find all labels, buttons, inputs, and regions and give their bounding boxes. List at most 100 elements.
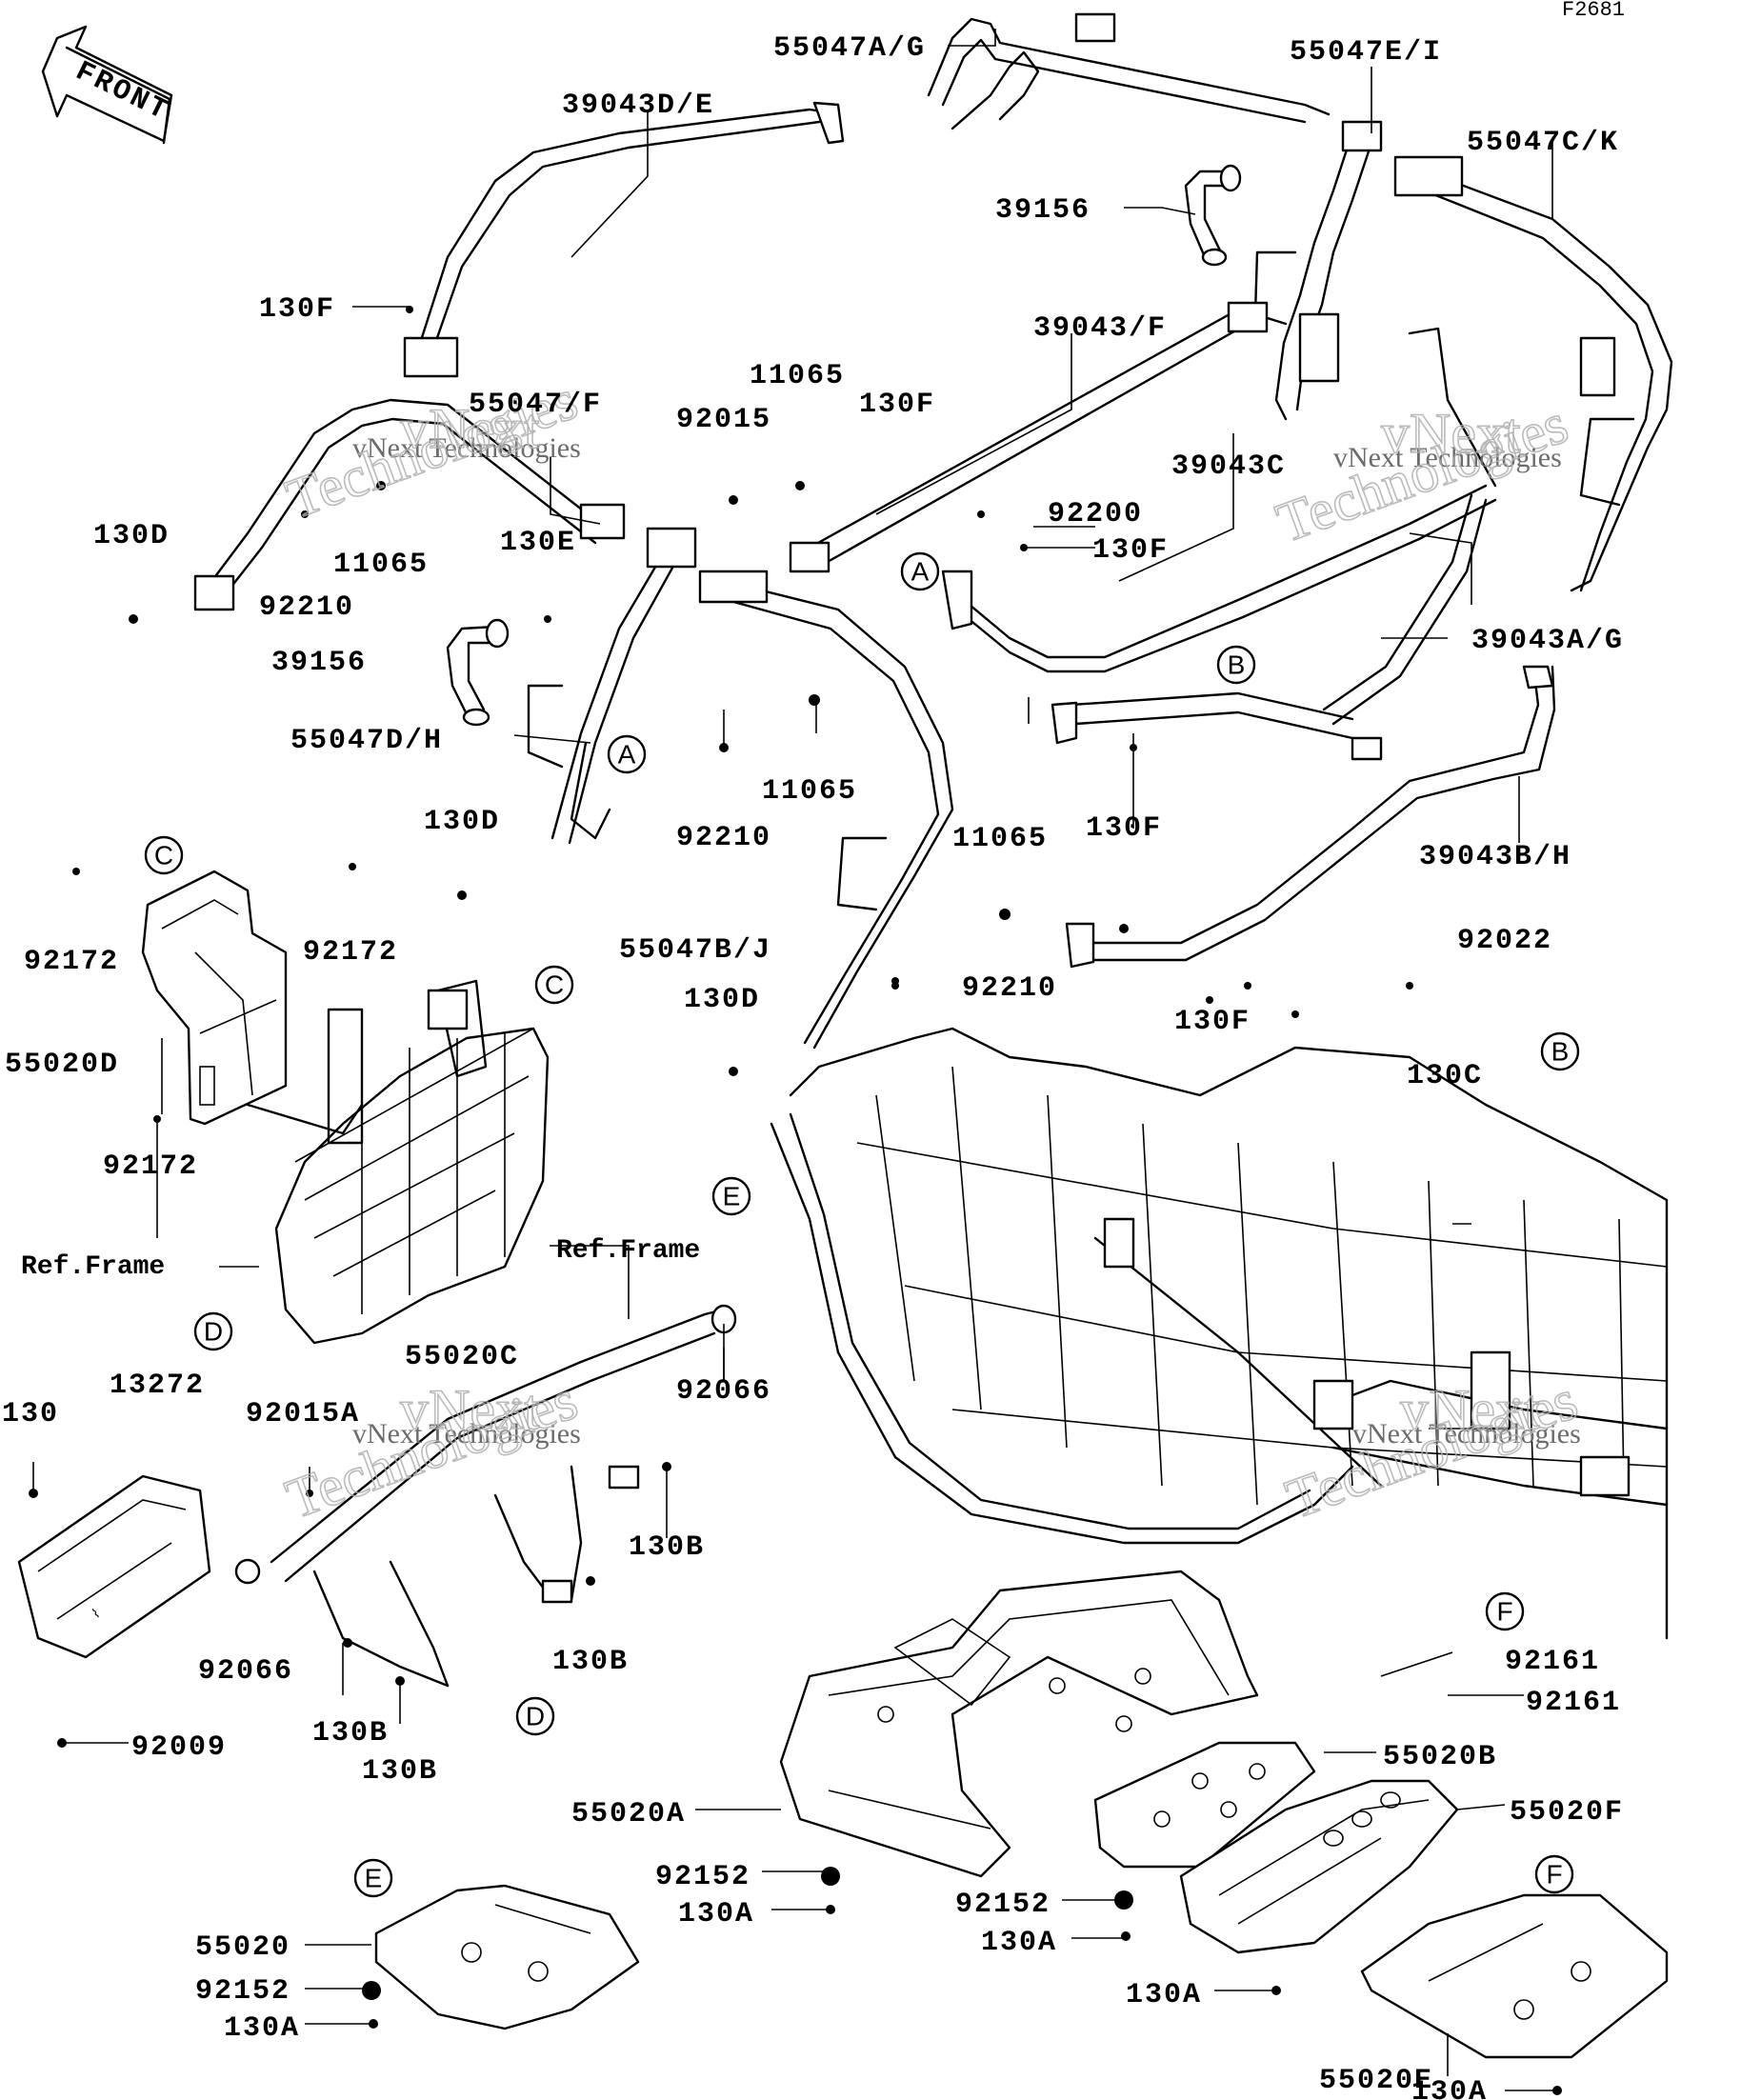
svg-text:vNext: vNext xyxy=(1400,1378,1540,1441)
label-55020: 55020 xyxy=(195,1931,290,1964)
label-11065-1: 11065 xyxy=(750,360,845,392)
leader-lines xyxy=(32,29,1557,2091)
label-39043BH: 39043B/H xyxy=(1419,841,1571,873)
roll-bar-top-right xyxy=(927,12,1673,592)
skid-55020B xyxy=(1093,1741,1316,1869)
label-55020E: 55020E xyxy=(1319,2065,1433,2097)
svg-text:vNext Technologies: vNext Technologies xyxy=(352,1418,581,1450)
svg-text:vNext Technologies: vNext Technologies xyxy=(1333,442,1562,473)
label-130F-4: 130F xyxy=(1086,812,1162,845)
label-130F-5: 130F xyxy=(1174,1006,1251,1038)
label-92152-1: 92152 xyxy=(655,1861,750,1893)
crossbar-55020C xyxy=(270,1304,737,1688)
skid-55020A xyxy=(779,1570,1259,1878)
skid-55020E xyxy=(1360,1893,1669,2059)
svg-text:F: F xyxy=(1546,1860,1562,1890)
bar-39043F xyxy=(789,301,1269,573)
label-55020F: 55020F xyxy=(1510,1796,1624,1829)
svg-text:vNext: vNext xyxy=(400,1378,540,1441)
ref-frame-label-left: Ref.Frame xyxy=(21,1252,165,1282)
callout-a-2: A xyxy=(607,734,647,774)
label-39043C: 39043C xyxy=(1171,450,1286,483)
label-39043AG: 39043A/G xyxy=(1471,625,1624,657)
label-130F-1: 130F xyxy=(259,293,335,326)
label-92152-2: 92152 xyxy=(955,1889,1051,1921)
callout-b-1: B xyxy=(1216,645,1256,685)
label-92066-2: 92066 xyxy=(198,1655,293,1688)
label-92022: 92022 xyxy=(1457,925,1552,957)
callout-f-1: F xyxy=(1485,1591,1525,1631)
svg-text:B: B xyxy=(1228,650,1246,680)
label-130A-1: 130A xyxy=(678,1898,754,1930)
label-92210-2: 92210 xyxy=(676,822,771,854)
label-39043DE: 39043D/E xyxy=(562,90,714,122)
label-130D-1: 130D xyxy=(93,520,170,552)
label-92161-2: 92161 xyxy=(1526,1687,1621,1719)
callout-c-1: C xyxy=(144,835,184,875)
label-92172-1: 92172 xyxy=(24,946,119,978)
svg-text:D: D xyxy=(526,1702,545,1731)
label-92210-1: 92210 xyxy=(259,591,354,624)
fasteners xyxy=(29,306,1562,2095)
bracket-13272: ⌇ xyxy=(17,1474,211,1659)
label-92015A: 92015A xyxy=(246,1398,360,1430)
callout-b-2: B xyxy=(1540,1031,1580,1071)
svg-text:B: B xyxy=(1551,1037,1570,1067)
callout-c-2: C xyxy=(534,965,574,1005)
label-130E: 130E xyxy=(500,527,576,559)
label-130F-2: 130F xyxy=(859,389,935,421)
label-39156-mid: 39156 xyxy=(271,647,367,679)
label-92015: 92015 xyxy=(676,404,771,436)
bar-39043AG xyxy=(1051,493,1488,745)
label-130A-3: 130A xyxy=(1126,1979,1202,2011)
label-130B-1: 130B xyxy=(629,1531,705,1564)
label-92066-1: 92066 xyxy=(676,1375,771,1408)
label-92152-3: 92152 xyxy=(195,1975,290,2008)
label-92161-1: 92161 xyxy=(1505,1646,1600,1678)
skid-55020D xyxy=(141,870,288,1126)
cap-92066-left xyxy=(234,1558,261,1585)
page-code: F2681 xyxy=(1562,0,1625,22)
svg-text:D: D xyxy=(204,1317,223,1347)
label-55047BJ: 55047B/J xyxy=(619,934,771,967)
label-130A-2: 130A xyxy=(981,1927,1057,1959)
part-labels: 55047A/G 55047E/I 55047C/K 39043D/E 3915… xyxy=(2,32,1624,2100)
bar-55047DH xyxy=(527,527,697,845)
svg-text:F: F xyxy=(1496,1597,1512,1627)
label-55020B: 55020B xyxy=(1383,1741,1497,1773)
label-130: 130 xyxy=(2,1398,59,1430)
label-130D-3: 130D xyxy=(684,984,760,1016)
label-92172-3: 92172 xyxy=(103,1150,198,1183)
label-130A-5: 130A xyxy=(1411,2076,1488,2100)
callouts: A A B B C C D D E E F F xyxy=(144,551,1580,1898)
label-55047F: 55047/F xyxy=(469,389,602,421)
label-92210-3: 92210 xyxy=(962,972,1057,1005)
svg-text:E: E xyxy=(365,1864,383,1893)
label-55047DH: 55047D/H xyxy=(290,725,443,757)
label-13272: 13272 xyxy=(110,1370,205,1402)
svg-text:C: C xyxy=(545,970,564,1000)
label-130F-3: 130F xyxy=(1092,534,1169,567)
svg-text:vNext Technologies: vNext Technologies xyxy=(1352,1418,1581,1450)
svg-text:vNext: vNext xyxy=(1381,402,1521,465)
label-130B-3: 130B xyxy=(312,1717,389,1750)
bar-39043DE xyxy=(403,101,845,378)
label-39043F: 39043/F xyxy=(1033,312,1167,345)
callout-d-2: D xyxy=(515,1696,555,1736)
hose-39156-top xyxy=(1184,164,1242,267)
label-130D-2: 130D xyxy=(424,806,500,838)
label-130C: 130C xyxy=(1407,1060,1483,1092)
svg-text:A: A xyxy=(911,557,930,587)
svg-text:A: A xyxy=(618,740,636,770)
bar-39043BH xyxy=(1065,665,1556,969)
callout-d-1: D xyxy=(193,1311,233,1351)
ref-frame-label-center: Ref.Frame xyxy=(556,1236,700,1266)
label-11065-4: 11065 xyxy=(952,823,1048,855)
label-55047CK: 55047C/K xyxy=(1467,127,1619,159)
callout-e-2: E xyxy=(353,1858,393,1898)
label-11065-3: 11065 xyxy=(762,775,857,808)
label-92009: 92009 xyxy=(131,1731,227,1764)
label-55047EI: 55047E/I xyxy=(1290,36,1442,69)
label-130B-4: 130B xyxy=(362,1755,438,1788)
